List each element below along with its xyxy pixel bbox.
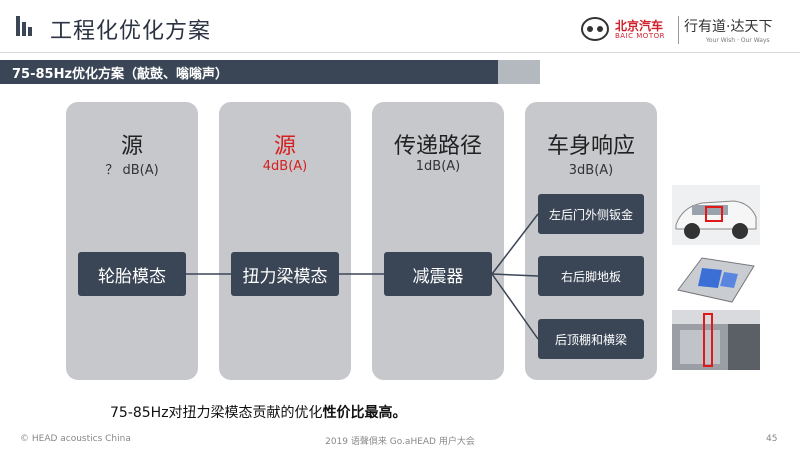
brand-subtitle: BAIC MOTOR (615, 32, 665, 40)
footer-copyright: © HEAD acoustics China (20, 434, 131, 444)
caption-highlight: 性价比最高。 (322, 405, 407, 421)
column-tire-source (66, 102, 198, 380)
brand-slogan: 行有道·达天下 (684, 19, 773, 35)
footer-event: 2019 语聲俱来 Go.aHEAD 用户大会 (325, 437, 475, 447)
section-bar-accent (498, 60, 540, 84)
column-transfer-path (372, 102, 504, 380)
column-beam-source (219, 102, 351, 380)
column-db-value: 1dB(A) (415, 159, 461, 174)
caption-text: 75-85Hz对扭力梁模态贡献的优化 (110, 405, 323, 421)
rear-door-photo (672, 185, 760, 245)
body-response-item: 右后脚地板 (538, 256, 644, 296)
page-number: 45 (766, 434, 778, 444)
column-db-value: 4dB(A) (262, 159, 308, 174)
brand-slogan-subtitle: Your Wish · Our Ways (706, 37, 770, 44)
conclusion-caption: 75-85Hz对扭力梁模态贡献的优化性价比最高。 (110, 402, 407, 422)
column-title: 车身响应 (546, 134, 635, 159)
head-acoustics-logo (16, 16, 32, 36)
header-divider (0, 52, 800, 53)
rear-roof-photo (672, 310, 760, 370)
body-response-item: 后顶棚和横梁 (538, 319, 644, 359)
shock-absorber-box: 减震器 (384, 252, 492, 296)
brand-divider (678, 16, 679, 44)
body-response-item: 左后门外侧钣金 (538, 194, 644, 234)
column-title: 源 (273, 134, 296, 159)
column-db-value: ？ dB(A) (105, 163, 159, 178)
column-title: 传递路径 (393, 134, 482, 159)
section-bar (0, 60, 498, 84)
section-title: 75-85Hz优化方案（敲鼓、嗡嗡声） (12, 67, 229, 82)
brand-name: 北京汽车 (615, 19, 664, 33)
baic-logo-icon (581, 17, 609, 41)
column-db-value: 3dB(A) (568, 163, 614, 178)
beam-modal-box: 扭力梁模态 (231, 252, 339, 296)
tire-modal-box: 轮胎模态 (78, 252, 186, 296)
rear-floor-photo (672, 248, 760, 308)
column-title: 源 (120, 134, 143, 159)
page-title: 工程化优化方案 (50, 19, 212, 44)
